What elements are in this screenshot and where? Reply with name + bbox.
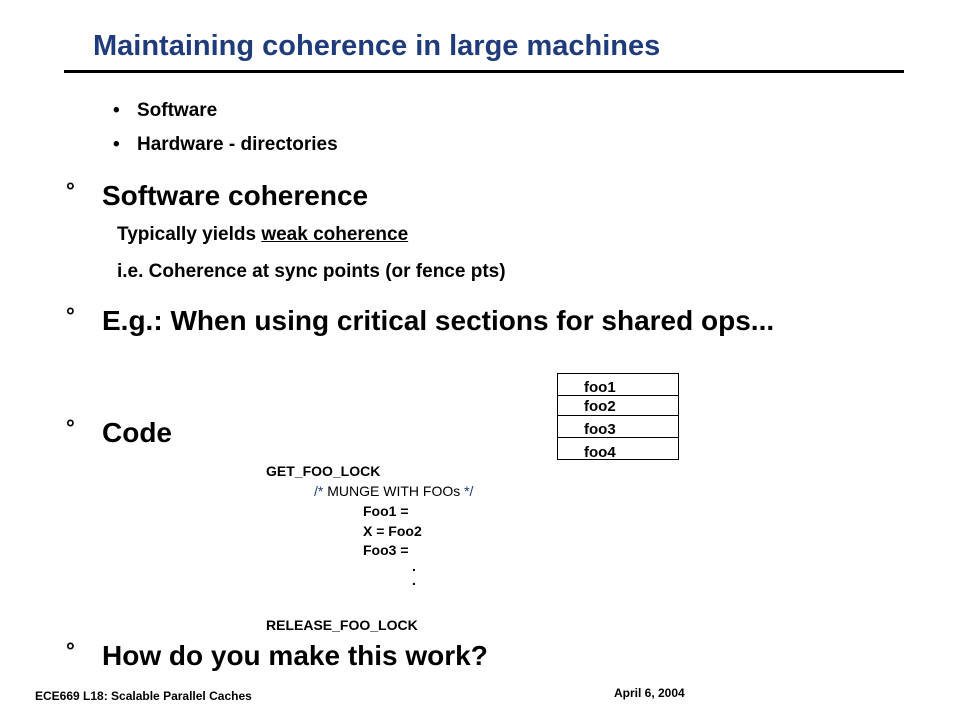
code-get-lock: GET_FOO_LOCK — [266, 463, 381, 479]
bullet-dot: • — [113, 134, 120, 155]
comment-close: */ — [464, 483, 474, 499]
section-heading: Code — [102, 417, 172, 448]
footer-date: April 6, 2004 — [614, 686, 685, 700]
cache-divider — [558, 415, 678, 416]
bullet-text: Hardware - directories — [137, 134, 338, 155]
title-divider — [64, 70, 904, 73]
section-how-make-work: ° How do you make this work? — [66, 638, 488, 672]
section-code: ° Code — [66, 415, 172, 449]
degree-bullet: ° — [66, 178, 75, 203]
section-heading: How do you make this work? — [102, 640, 488, 671]
cache-box: foo1 foo2 foo3 foo4 — [557, 373, 679, 461]
bullet-item-hardware: • Hardware - directories — [113, 134, 338, 156]
bullet-dot: • — [113, 100, 120, 121]
cache-row-foo4: foo4 — [584, 444, 616, 461]
slide-title: Maintaining coherence in large machines — [93, 30, 661, 62]
weak-coherence-line: Typically yields weak coherence — [117, 224, 408, 246]
bullet-item-software: • Software — [113, 100, 217, 122]
code-ellipsis-dot: . — [412, 572, 416, 588]
cache-row-foo1: foo1 — [584, 379, 616, 396]
cache-divider — [558, 437, 678, 438]
degree-bullet: ° — [66, 638, 75, 663]
section-critical-sections: ° E.g.: When using critical sections for … — [66, 303, 775, 337]
cache-row-foo2: foo2 — [584, 398, 616, 415]
degree-bullet: ° — [66, 303, 75, 328]
code-stmt-foo3: Foo3 = — [363, 542, 409, 558]
code-ellipsis-dot: . — [412, 558, 416, 574]
line-prefix: Typically yields — [117, 224, 262, 245]
section-software-coherence: ° Software coherence — [66, 178, 369, 212]
bullet-text: Software — [137, 100, 218, 121]
section-heading: E.g.: When using critical sections for s… — [102, 305, 775, 336]
section-heading: Software coherence — [102, 180, 369, 211]
footer-course: ECE669 L18: Scalable Parallel Caches — [35, 689, 252, 703]
cache-divider — [558, 395, 678, 396]
degree-bullet: ° — [66, 415, 75, 440]
underlined-term: weak coherence — [261, 224, 409, 245]
sync-points-line: i.e. Coherence at sync points (or fence … — [117, 261, 506, 282]
comment-body: MUNGE WITH FOOs — [323, 483, 465, 499]
code-stmt-foo1: Foo1 = — [363, 503, 409, 519]
comment-open: /* — [314, 483, 324, 499]
code-comment: /* MUNGE WITH FOOs */ — [314, 483, 473, 499]
code-stmt-x: X = Foo2 — [363, 523, 422, 539]
code-release-lock: RELEASE_FOO_LOCK — [266, 617, 418, 633]
cache-row-foo3: foo3 — [584, 421, 616, 438]
